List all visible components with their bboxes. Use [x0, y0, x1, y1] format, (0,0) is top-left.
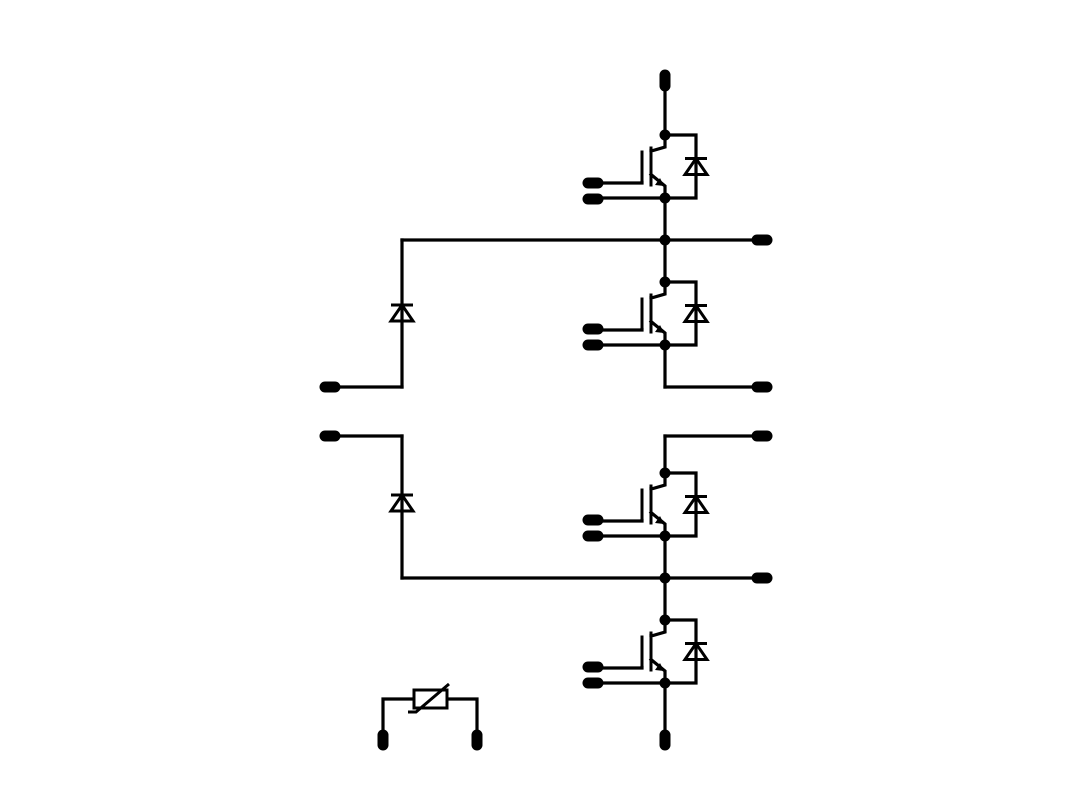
junction-dot [659, 129, 671, 141]
igbt-4 [591, 618, 710, 685]
junction-dot [659, 614, 671, 626]
junction-dot [659, 192, 671, 204]
antiparallel-diode [682, 640, 710, 661]
terminal-pins [319, 69, 773, 751]
ntc-thermistor-symbol [408, 682, 450, 714]
junction-dot [659, 234, 671, 246]
main-wires [328, 78, 764, 742]
clamp-diode-1 [388, 302, 416, 323]
emitter-arrow [655, 663, 664, 671]
igbt-3 [591, 471, 710, 538]
igbt-2 [591, 280, 710, 347]
igbt-1 [591, 133, 710, 200]
emitter-arrow [655, 325, 664, 333]
antiparallel-diode [682, 302, 710, 323]
igbt-group [591, 133, 710, 685]
junction-dot [659, 467, 671, 479]
junction-dot [659, 276, 671, 288]
junction-dot [659, 572, 671, 584]
clamp-diode-group [388, 302, 416, 513]
emitter-arrow [655, 516, 664, 524]
junction-dots [659, 129, 671, 689]
junction-dot [659, 677, 671, 689]
clamp-diode-2 [388, 492, 416, 513]
antiparallel-diode [682, 155, 710, 176]
antiparallel-diode [682, 493, 710, 514]
junction-dot [659, 530, 671, 542]
junction-dot [659, 339, 671, 351]
emitter-arrow [655, 178, 664, 186]
